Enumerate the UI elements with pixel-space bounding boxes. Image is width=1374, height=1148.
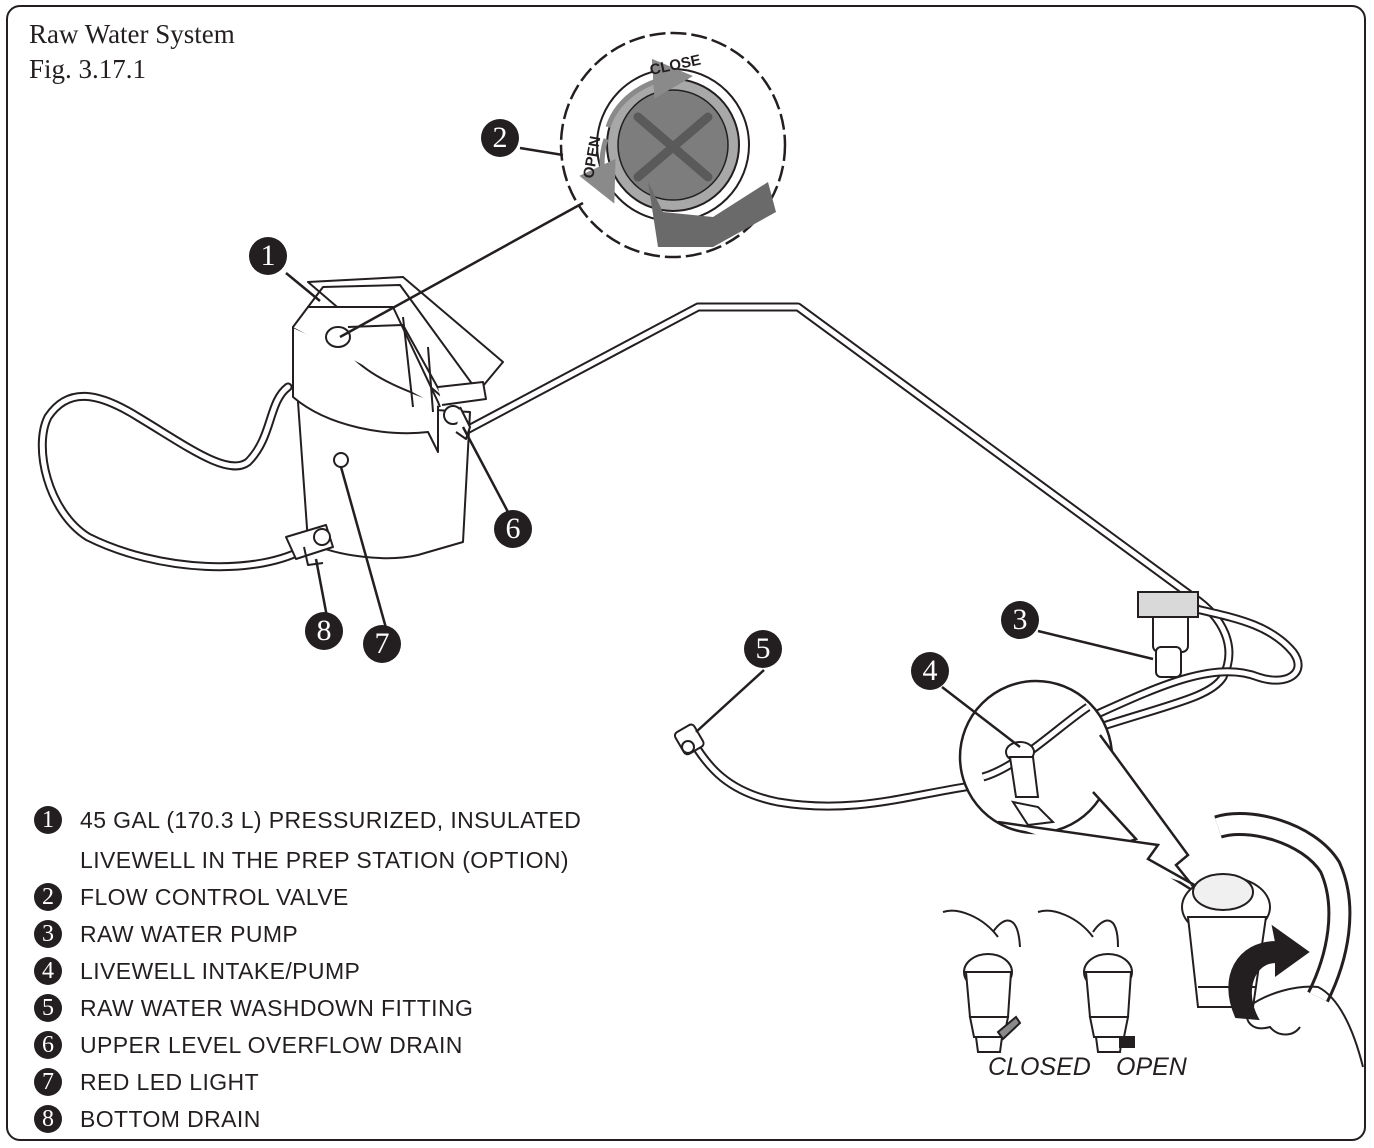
intake-open-illustration (1038, 911, 1134, 1052)
legend-item-5: 5 RAW WATER WASHDOWN FITTING (34, 990, 473, 1026)
legend-number-6: 6 (34, 1031, 62, 1059)
legend-text-3: RAW WATER PUMP (80, 921, 298, 948)
intake-open-label: OPEN (1116, 1053, 1187, 1082)
figure-title: Raw Water System (29, 19, 235, 50)
hose-network (42, 307, 1298, 806)
legend-number-7: 7 (34, 1068, 62, 1096)
legend-text-7: RED LED LIGHT (80, 1069, 259, 1096)
legend-text-4: LIVEWELL INTAKE/PUMP (80, 958, 360, 985)
legend-item-4: 4 LIVEWELL INTAKE/PUMP (34, 953, 360, 989)
callout-2: 2 (481, 119, 519, 157)
legend-number-2: 2 (34, 883, 62, 911)
callout-3: 3 (1001, 601, 1039, 639)
legend-number-3: 3 (34, 920, 62, 948)
intake-closed-illustration (943, 911, 1020, 1052)
legend-number-1: 1 (34, 806, 62, 834)
legend-text-1-continuation: LIVEWELL IN THE PREP STATION (OPTION) (80, 847, 569, 874)
flow-control-valve-detail: CLOSE OPEN (561, 33, 785, 257)
legend-item-7: 7 RED LED LIGHT (34, 1064, 259, 1100)
callout-1: 1 (249, 237, 287, 275)
legend-item-6: 6 UPPER LEVEL OVERFLOW DRAIN (34, 1027, 463, 1063)
livewell-tank (286, 277, 503, 565)
figure-frame: CLOSE OPEN (6, 5, 1366, 1141)
legend-item-3: 3 RAW WATER PUMP (34, 916, 298, 952)
legend-text-6: UPPER LEVEL OVERFLOW DRAIN (80, 1032, 463, 1059)
legend-number-5: 5 (34, 994, 62, 1022)
intake-detail-circle (960, 681, 1112, 833)
legend-number-4: 4 (34, 957, 62, 985)
callout-8: 8 (305, 612, 343, 650)
legend-text-2: FLOW CONTROL VALVE (80, 884, 349, 911)
callout-7: 7 (363, 625, 401, 663)
intake-closed-label: CLOSED (988, 1053, 1091, 1082)
legend-text-8: BOTTOM DRAIN (80, 1106, 261, 1133)
enlarged-intake (1182, 824, 1363, 1067)
legend-text-1: 45 GAL (170.3 L) PRESSURIZED, INSULATED (80, 807, 581, 834)
callout-4: 4 (911, 652, 949, 690)
legend-item-8: 8 BOTTOM DRAIN (34, 1101, 261, 1137)
legend-number-8: 8 (34, 1105, 62, 1133)
figure-number: Fig. 3.17.1 (29, 54, 146, 85)
raw-water-pump (1138, 592, 1198, 677)
legend-item-1: 1 45 GAL (170.3 L) PRESSURIZED, INSULATE… (34, 802, 581, 838)
legend-item-2: 2 FLOW CONTROL VALVE (34, 879, 349, 915)
legend-text-5: RAW WATER WASHDOWN FITTING (80, 995, 473, 1022)
callout-5: 5 (744, 630, 782, 668)
callout-6: 6 (494, 510, 532, 548)
